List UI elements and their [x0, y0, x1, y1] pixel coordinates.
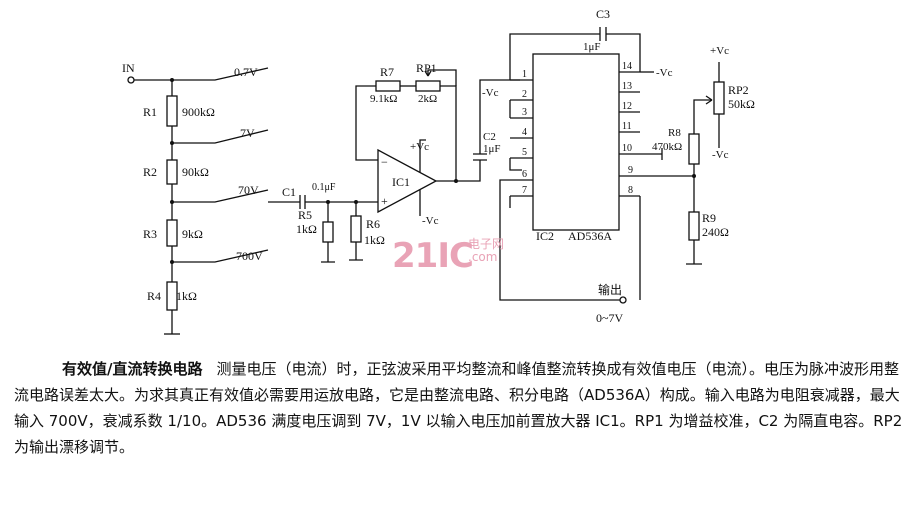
output-range: 0~7V: [596, 311, 623, 325]
pin-11: 11: [622, 121, 632, 132]
ic2-pin14-supply: -Vc: [656, 67, 673, 79]
pin-10: 10: [622, 143, 632, 154]
ic2-left-pins: [510, 79, 533, 197]
pin-14: 14: [622, 61, 632, 72]
resistor-r9: [688, 211, 700, 241]
pin-13: 13: [622, 81, 632, 92]
rp1-name: RP1: [416, 61, 437, 75]
rp2-supply-pos: +Vc: [710, 45, 729, 57]
ic2-label: IC2: [536, 229, 554, 243]
resistor-r6: [350, 215, 362, 243]
rp2-name: RP2: [728, 83, 749, 97]
rp1-value: 2kΩ: [418, 93, 437, 105]
r1-value: 900kΩ: [182, 105, 215, 119]
r6-name: R6: [366, 217, 380, 231]
pin-9: 9: [628, 165, 633, 176]
c1-value: 0.1μF: [312, 182, 336, 193]
pin-3: 3: [522, 107, 527, 118]
resistor-r7: [375, 80, 401, 92]
input-terminal: [127, 76, 135, 84]
ic2-chip: [532, 53, 620, 231]
r1-name: R1: [143, 105, 157, 119]
pin-8: 8: [628, 185, 633, 196]
pin-5: 5: [522, 147, 527, 158]
r6-value: 1kΩ: [364, 233, 385, 247]
r8-name: R8: [668, 127, 681, 139]
input-label: IN: [122, 61, 135, 75]
capacitor-c3: [599, 27, 607, 41]
pin-2: 2: [522, 89, 527, 100]
description-paragraph: 有效值/直流转换电路测量电压（电流）时，正弦波采用平均整流和峰值整流转换成有效值…: [14, 356, 908, 460]
output-terminal: [619, 296, 627, 304]
opamp-ic1: [377, 148, 438, 214]
r4-name: R4: [147, 289, 161, 303]
ic1-minus: −: [381, 155, 388, 169]
tap-7v: 7V: [240, 126, 255, 140]
r8-value: 470kΩ: [652, 141, 682, 153]
resistor-r1: [166, 95, 178, 127]
r5-name: R5: [298, 208, 312, 222]
r7-value: 9.1kΩ: [370, 93, 397, 105]
r5-value: 1kΩ: [296, 222, 317, 236]
watermark-logo: 21IC: [392, 236, 474, 276]
pin-4: 4: [522, 127, 527, 138]
r7-name: R7: [380, 65, 394, 79]
r9-value: 240Ω: [702, 225, 729, 239]
watermark-sub-cn: 电子网: [468, 237, 505, 251]
rp2-supply-neg: -Vc: [712, 149, 729, 161]
ic2-neg-supply-label: -Vc: [482, 87, 499, 99]
c2-name: C2: [483, 131, 496, 143]
ic1-label: IC1: [392, 175, 410, 189]
ic1-supply-neg: -Vc: [422, 215, 439, 227]
c3-name: C3: [596, 7, 610, 21]
resistor-r8: [688, 133, 700, 165]
ic2-part: AD536A: [568, 229, 612, 243]
pin-6: 6: [522, 169, 527, 180]
circuit-schematic: IN R1 900kΩ R2 90kΩ R3 9kΩ R4 1kΩ 0.7V 7…: [122, 7, 755, 335]
pin-12: 12: [622, 101, 632, 112]
r2-name: R2: [143, 165, 157, 179]
r9-name: R9: [702, 211, 716, 225]
watermark-sub: 电子网 .com: [468, 238, 504, 264]
description-title: 有效值/直流转换电路: [62, 360, 203, 378]
pin-7: 7: [522, 185, 527, 196]
tap-700v: 700V: [236, 249, 263, 263]
resistor-r5: [322, 221, 334, 243]
r3-value: 9kΩ: [182, 227, 203, 241]
tap-70v: 70V: [238, 183, 259, 197]
capacitor-c1: [299, 195, 306, 209]
ic1-supply-pos: +Vc: [410, 141, 429, 153]
c3-value: 1μF: [583, 41, 601, 53]
r4-value: 1kΩ: [176, 289, 197, 303]
ic1-plus: +: [381, 194, 388, 208]
tap-0-7v: 0.7V: [234, 65, 258, 79]
resistor-r3: [166, 219, 178, 247]
output-label: 输出: [598, 282, 622, 297]
pin-1: 1: [522, 69, 527, 80]
r3-name: R3: [143, 227, 157, 241]
r2-value: 90kΩ: [182, 165, 209, 179]
description-body: 测量电压（电流）时，正弦波采用平均整流和峰值整流转换成有效值电压（电流）。电压为…: [14, 360, 903, 456]
resistor-r2: [166, 159, 178, 185]
c1-name: C1: [282, 185, 296, 199]
potentiometer-rp2: [705, 81, 725, 115]
watermark-sub-com: .com: [468, 250, 498, 264]
rp2-value: 50kΩ: [728, 97, 755, 111]
c2-value: 1μF: [483, 143, 501, 155]
ic2-right-pins: [619, 71, 640, 197]
